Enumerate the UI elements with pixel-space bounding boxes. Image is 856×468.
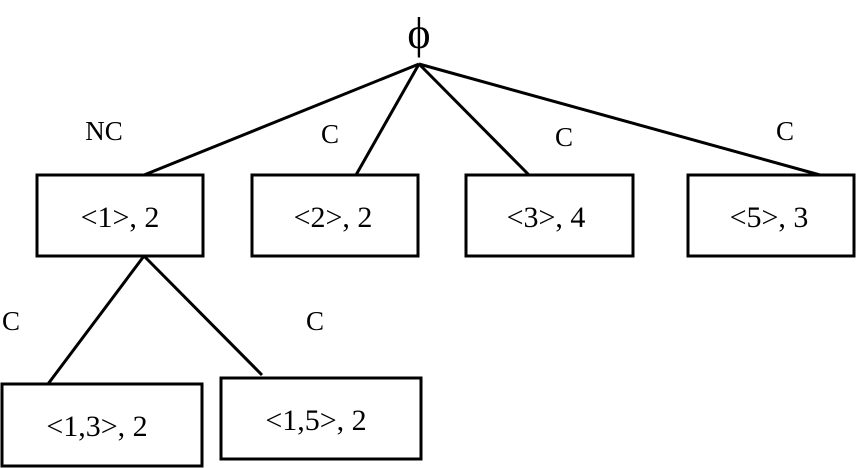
node-box — [464, 173, 635, 258]
edge-root-n3 — [417, 62, 531, 177]
node-n13: <1,3>, 2 — [0, 382, 204, 468]
edge-root-n1 — [143, 62, 420, 177]
edge-n1-n13 — [46, 255, 146, 385]
edge-root-n5 — [418, 62, 821, 177]
node-n15: <1,5>, 2 — [219, 376, 423, 461]
edge-label-root-n1: NC — [85, 116, 123, 146]
node-box — [35, 173, 205, 258]
edge-labels: NC C C C C C — [2, 116, 794, 336]
node-n3: <3>, 4 — [464, 173, 635, 258]
edges — [46, 62, 821, 385]
edge-n1-n15 — [142, 254, 264, 377]
node-label: <1,3>, 2 — [46, 410, 147, 443]
node-label: <3>, 4 — [507, 201, 586, 234]
edge-label-n1-n15: C — [306, 306, 324, 336]
node-box — [686, 173, 856, 258]
node-n1: <1>, 2 — [35, 173, 205, 258]
node-label: <5>, 3 — [730, 201, 809, 234]
edge-label-root-n2: C — [321, 119, 339, 149]
node-label: <1>, 2 — [81, 201, 160, 234]
node-box — [0, 382, 204, 468]
edge-label-root-n3: C — [555, 122, 573, 152]
root-node: ϕ — [407, 9, 430, 58]
node-label: <2>, 2 — [294, 201, 373, 234]
node-n5: <5>, 3 — [686, 173, 856, 258]
node-n2: <2>, 2 — [250, 173, 420, 258]
node-box — [250, 173, 420, 258]
edge-root-n2 — [354, 63, 421, 176]
edge-label-root-n5: C — [776, 116, 794, 146]
node-label: <1,5>, 2 — [265, 404, 366, 437]
node-box — [219, 376, 423, 461]
edge-label-n1-n13: C — [2, 306, 20, 336]
